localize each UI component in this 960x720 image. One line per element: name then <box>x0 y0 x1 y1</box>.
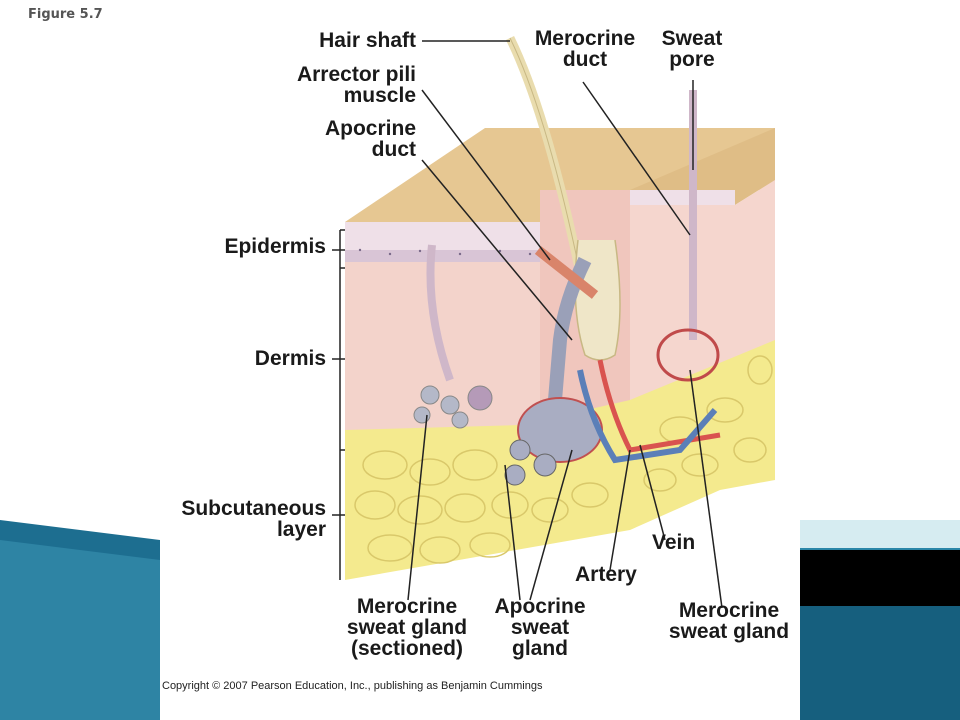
label-subcutaneous-layer: Subcutaneous layer <box>181 497 326 541</box>
label-merocrine-sectioned: Merocrine sweat gland (sectioned) <box>346 595 468 660</box>
label-sweat-pore: Sweat pore <box>661 27 723 71</box>
vein-illustration <box>577 369 718 464</box>
merocrine-gland-illustration <box>656 328 720 382</box>
apocrine-sectioned-illustration <box>504 439 557 486</box>
label-apocrine-duct: Apocrine duct <box>324 117 416 161</box>
label-epidermis: Epidermis <box>224 235 326 258</box>
label-apocrine-sweat-gland: Apocrine sweat gland <box>494 595 586 660</box>
label-artery: Artery <box>575 563 637 586</box>
label-merocrine-duct: Merocrine duct <box>534 27 636 71</box>
skin-diagram: Hair shaft Arrector pili muscle Apocrine… <box>160 10 800 694</box>
skin-illustration <box>345 36 775 580</box>
slide-black-band <box>800 550 960 606</box>
label-hair-shaft: Hair shaft <box>319 29 416 52</box>
figure-label: Figure 5.7 <box>28 7 103 22</box>
artery-illustration <box>597 359 721 453</box>
label-vein: Vein <box>652 531 696 554</box>
leader-lines <box>332 40 723 609</box>
epidermis-band <box>345 222 540 258</box>
copyright-text: Copyright © 2007 Pearson Education, Inc.… <box>162 680 543 692</box>
label-merocrine-sweat-gland: Merocrine sweat gland <box>668 599 790 643</box>
apocrine-duct-illustration <box>548 256 592 401</box>
label-dermis: Dermis <box>254 347 326 370</box>
label-arrector-pili: Arrector pili muscle <box>296 63 416 107</box>
